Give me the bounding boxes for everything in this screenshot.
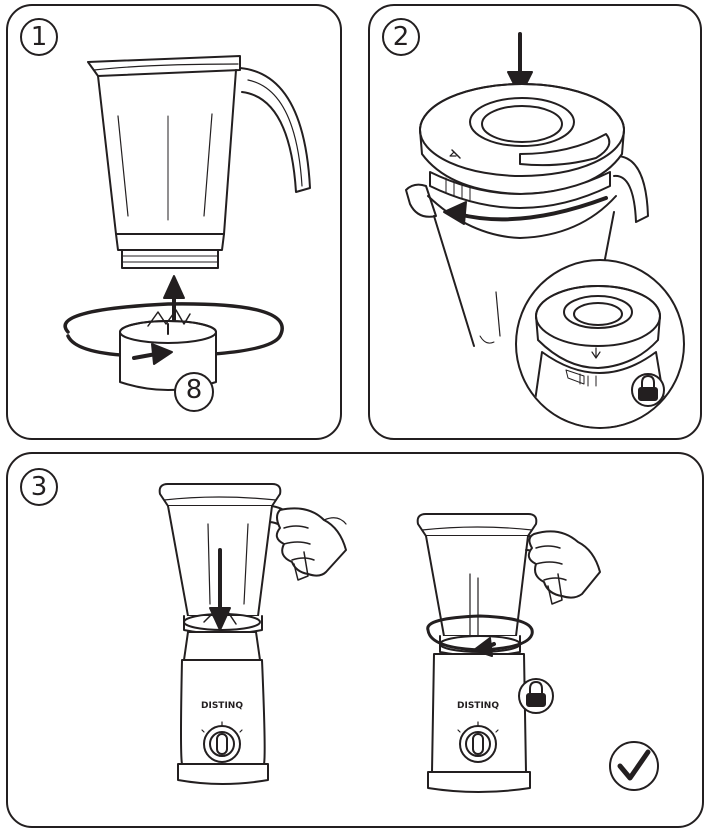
strainer: [429, 171, 611, 209]
part-number-label: 8: [185, 375, 203, 405]
step-3-number: 3: [20, 468, 58, 506]
step-3-panel: 3: [6, 452, 704, 828]
jar: [87, 55, 311, 269]
step-2-panel: 2: [368, 4, 702, 440]
blender-left: [158, 483, 305, 785]
brand-label-left: DISTINQ: [201, 701, 243, 711]
brand-label-right: DISTINQ: [457, 701, 499, 711]
step-2-number: 2: [382, 18, 420, 56]
blender-right: [416, 513, 557, 793]
detail-circle: [515, 259, 685, 429]
lock-icon: [518, 678, 554, 714]
step-1-illustration: [63, 55, 311, 412]
checkmark-icon: [609, 741, 659, 791]
step-1-panel: 1: [6, 4, 342, 440]
step-1-number: 1: [20, 18, 58, 56]
lid: [419, 83, 625, 195]
lock-icon: [631, 373, 665, 407]
step-3-illustration: DISTINQ DISTINQ: [158, 483, 659, 793]
hand-right: [527, 530, 601, 605]
rotation-arrow-icon: [443, 196, 608, 225]
step-2-illustration: [405, 32, 685, 429]
arrow-icon: [132, 343, 173, 365]
hand-left: [275, 507, 347, 581]
